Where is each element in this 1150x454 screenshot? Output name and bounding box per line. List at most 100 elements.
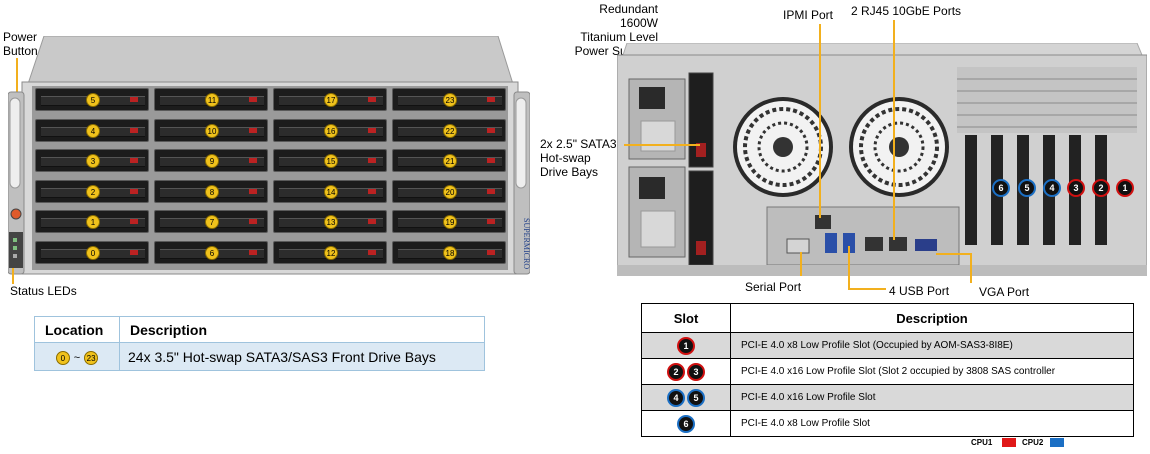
description-cell: 24x 3.5" Hot-swap SATA3/SAS3 Front Drive…	[119, 342, 485, 371]
ipmi-label: IPMI Port	[783, 8, 834, 22]
drive-release-tab[interactable]	[487, 219, 495, 224]
bay-number-badge: 15	[324, 154, 338, 168]
drive-bay[interactable]: 23	[392, 88, 506, 111]
drive-bay[interactable]: 19	[392, 210, 506, 233]
usb-leader-v	[848, 246, 850, 288]
drive-release-tab[interactable]	[249, 128, 257, 133]
drive-bay[interactable]: 21	[392, 149, 506, 172]
slot-cell: 1	[641, 332, 731, 359]
bay-number-badge: 8	[205, 185, 219, 199]
drive-bay[interactable]: 16	[273, 119, 387, 142]
drive-release-tab[interactable]	[487, 97, 495, 102]
drive-bay[interactable]: 14	[273, 180, 387, 203]
drive-bay[interactable]: 17	[273, 88, 387, 111]
drive-release-tab[interactable]	[249, 189, 257, 194]
drive-release-tab[interactable]	[130, 189, 138, 194]
table-row: 1 PCI-E 4.0 x8 Low Profile Slot (Occupied…	[641, 332, 1134, 359]
bay-number-badge: 10	[205, 124, 219, 138]
drive-bay[interactable]: 4	[35, 119, 149, 142]
drive-release-tab[interactable]	[368, 97, 376, 102]
drive-bay[interactable]: 1	[35, 210, 149, 233]
drive-bay[interactable]: 9	[154, 149, 268, 172]
description-cell: PCI-E 4.0 x8 Low Profile Slot (Occupied …	[730, 332, 1134, 359]
drive-bay[interactable]: 2	[35, 180, 149, 203]
bay-number-badge: 4	[86, 124, 100, 138]
description-cell: PCI-E 4.0 x8 Low Profile Slot	[730, 410, 1134, 437]
status-led-icon	[13, 238, 17, 242]
drive-release-tab[interactable]	[487, 128, 495, 133]
legend-cpu1-label: CPU1	[971, 438, 993, 447]
drive-bay[interactable]: 22	[392, 119, 506, 142]
drive-bay[interactable]: 10	[154, 119, 268, 142]
drive-bay[interactable]: 3	[35, 149, 149, 172]
pcie-slot-badge: 4	[1043, 179, 1061, 197]
drive-bay[interactable]: 20	[392, 180, 506, 203]
status-leds-label: Status LEDs	[10, 284, 77, 298]
bay-number-badge: 18	[443, 246, 457, 260]
slot-badge: 6	[677, 414, 695, 433]
vga-port-label: VGA Port	[979, 285, 1030, 299]
bay-number-badge: 9	[205, 154, 219, 168]
status-led-leader	[12, 268, 14, 284]
drive-bay[interactable]: 5	[35, 88, 149, 111]
slot-badge: 1	[677, 336, 695, 355]
drive-bay[interactable]: 15	[273, 149, 387, 172]
drive-release-tab[interactable]	[249, 219, 257, 224]
drive-release-tab[interactable]	[368, 250, 376, 255]
drive-release-tab[interactable]	[130, 219, 138, 224]
drive-bay[interactable]: 13	[273, 210, 387, 233]
bay-number-badge: 1	[86, 215, 100, 229]
table-header-row: Slot Description	[641, 303, 1134, 333]
drive-bay[interactable]: 11	[154, 88, 268, 111]
bay-number-badge: 23	[443, 93, 457, 107]
bay-badge: 23	[84, 350, 99, 365]
vga-leader-h	[936, 253, 970, 255]
bay-number-badge: 13	[324, 215, 338, 229]
legend-cpu1-swatch	[1002, 438, 1016, 447]
drive-bay[interactable]: 18	[392, 241, 506, 264]
pcie-slot-badge: 3	[1067, 179, 1085, 197]
drive-release-tab[interactable]	[249, 250, 257, 255]
rj45-label: 2 RJ45 10GbE Ports	[851, 4, 962, 18]
drive-bay[interactable]: 8	[154, 180, 268, 203]
drive-release-tab[interactable]	[487, 158, 495, 163]
rear-chassis-body	[617, 43, 1147, 276]
bay-number-badge: 6	[205, 246, 219, 260]
drive-release-tab[interactable]	[130, 158, 138, 163]
drive-bay[interactable]: 12	[273, 241, 387, 264]
drive-bay[interactable]: 0	[35, 241, 149, 264]
drive-release-tab[interactable]	[130, 128, 138, 133]
drive-bay[interactable]: 7	[154, 210, 268, 233]
pcie-slot-badge: 5	[1018, 179, 1036, 197]
drive-release-tab[interactable]	[368, 219, 376, 224]
drive-release-tab[interactable]	[368, 128, 376, 133]
usb-port-label: 4 USB Port	[889, 284, 950, 298]
bay-number-badge: 19	[443, 215, 457, 229]
drive-release-tab[interactable]	[249, 158, 257, 163]
drive-bay[interactable]: 6	[154, 241, 268, 264]
range-separator: ~	[73, 352, 81, 365]
serial-port-label: Serial Port	[745, 280, 802, 294]
drive-release-tab[interactable]	[368, 189, 376, 194]
drive-release-tab[interactable]	[487, 250, 495, 255]
legend-cpu2-label: CPU2	[1022, 438, 1044, 447]
drive-release-tab[interactable]	[130, 97, 138, 102]
drive-release-tab[interactable]	[249, 97, 257, 102]
status-led-icon	[13, 246, 17, 250]
status-led-icon	[13, 254, 17, 258]
slot-badge: 4	[667, 388, 685, 407]
usb-leader-h	[848, 288, 886, 290]
bay-number-badge: 21	[443, 154, 457, 168]
drive-release-tab[interactable]	[368, 158, 376, 163]
front-drive-table: Location Description 0 ~ 23 24x 3.5" Hot…	[34, 316, 485, 371]
pcie-slot-badge: 6	[992, 179, 1010, 197]
serial-leader	[800, 252, 802, 276]
drive-release-tab[interactable]	[487, 189, 495, 194]
bay-number-badge: 7	[205, 215, 219, 229]
pcie-slot-badge: 1	[1116, 179, 1134, 197]
drive-release-tab[interactable]	[130, 250, 138, 255]
